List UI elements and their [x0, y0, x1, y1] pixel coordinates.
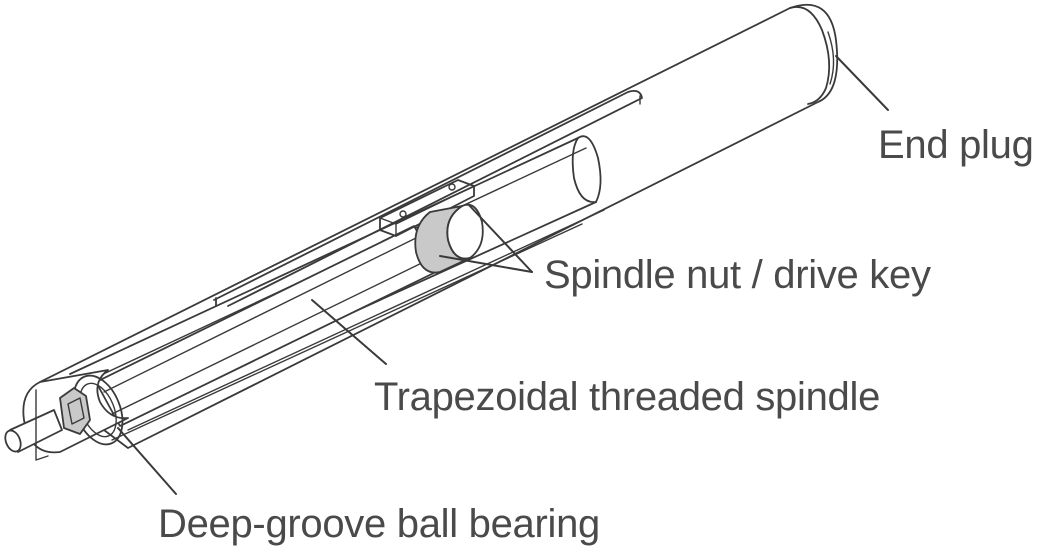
bearing-leader	[117, 427, 177, 495]
label-end-plug: End plug	[878, 123, 1034, 167]
ball-bearing	[4, 369, 129, 461]
label-bearing: Deep-groove ball bearing	[158, 502, 600, 546]
spindle-nut-leader-lower	[439, 255, 533, 273]
spindle-nut-leader-upper	[467, 203, 533, 273]
end-plug	[571, 135, 602, 203]
spindle-nut	[379, 179, 484, 274]
label-spindle-nut: Spindle nut / drive key	[544, 253, 931, 297]
end-plug-leader	[835, 55, 889, 111]
leader-lines	[117, 55, 889, 495]
spindle-leader	[311, 299, 387, 365]
label-spindle: Trapezoidal threaded spindle	[374, 375, 880, 419]
